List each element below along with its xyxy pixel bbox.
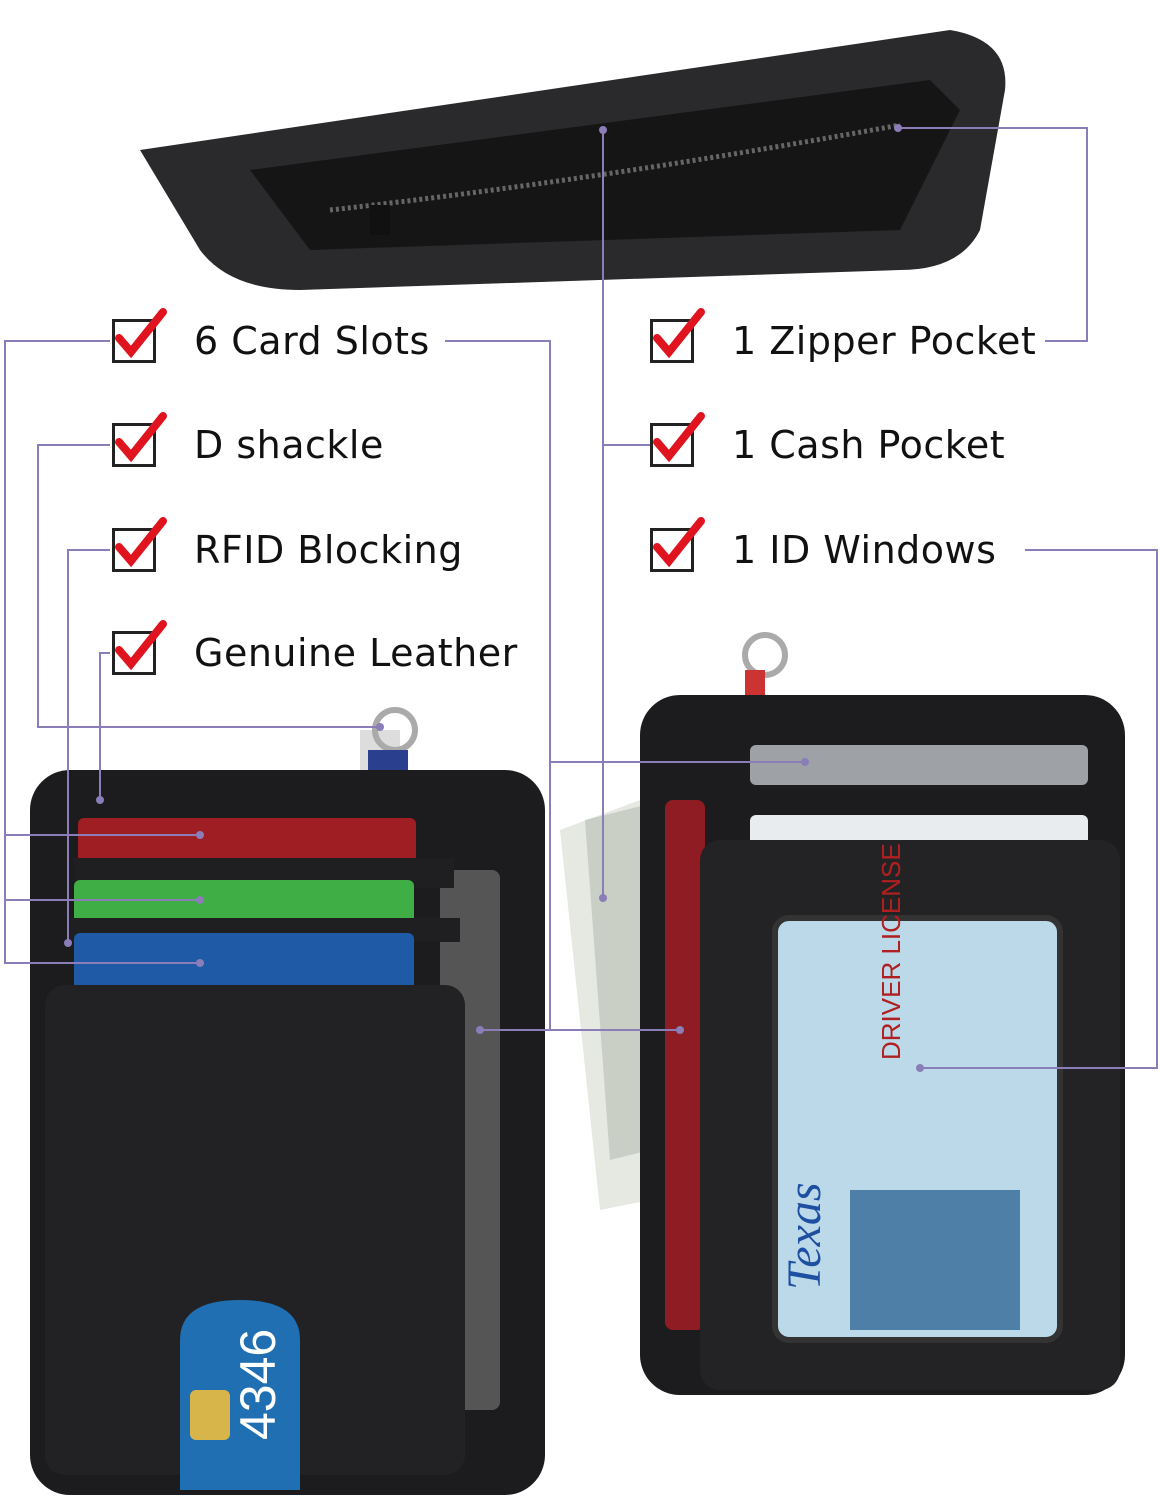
checkbox-checked-icon [650,412,705,467]
wallet-top-view [140,30,1006,290]
wallet-front [30,707,545,1495]
feature-cash-pocket: 1 Cash Pocket [650,412,1006,475]
feature-d-shackle: D shackle [112,412,384,475]
feature-id-windows: 1 ID Windows [650,517,997,580]
feature-label: 1 Cash Pocket [732,423,1006,467]
leader-leather [99,652,110,800]
feature-label: Genuine Leather [194,631,518,675]
feature-zipper-pocket: 1 Zipper Pocket [650,308,1037,371]
leader-dots [64,124,924,1072]
leader-card-slots [445,340,551,1031]
feature-rfid-blocking: RFID Blocking [112,517,463,580]
checkbox-checked-icon [112,620,167,675]
leader-zipper [898,127,1088,342]
leader-card-slots-left [4,340,200,964]
feature-card-slots: 6 Card Slots [112,308,430,371]
checkbox-checked-icon [112,308,167,363]
feature-label: D shackle [194,423,384,467]
feature-label: 6 Card Slots [194,319,430,363]
checkbox-checked-icon [112,517,167,572]
checkbox-checked-icon [650,308,705,363]
leader-lines [4,127,1158,1069]
checkbox-checked-icon [112,412,167,467]
feature-label: 1 ID Windows [732,528,997,572]
leader-d-shackle [37,444,380,728]
cash-notes [560,800,650,1210]
feature-genuine-leather: Genuine Leather [112,620,518,683]
id-card-state: Texas [778,1182,831,1290]
feature-label: 1 Zipper Pocket [732,319,1037,363]
card-number: 4346 [230,1329,286,1440]
checkbox-checked-icon [650,517,705,572]
leader-rfid [67,549,110,943]
leader-id-window [920,549,1158,1069]
feature-label: RFID Blocking [194,528,463,572]
id-card-title: DRIVER LICENSE [876,843,906,1060]
wallet-back [640,632,1125,1395]
